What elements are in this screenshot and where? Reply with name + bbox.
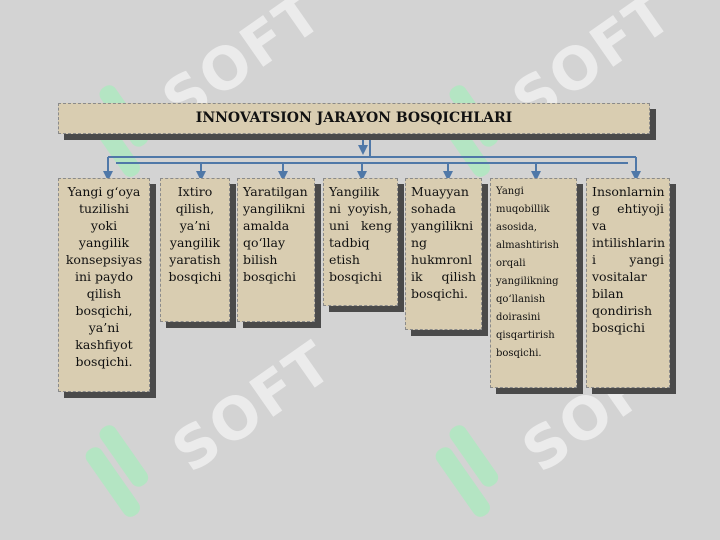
- stage-box-2: Ixtiro qilish, ya’ni yangilik yaratish b…: [160, 178, 230, 322]
- diagram-title: INNOVATSION JARAYON BOSQICHLARI: [58, 103, 650, 134]
- stage-box-5: Muayyan sohada yangilikni ng hukmronl ik…: [405, 178, 482, 330]
- stage-box-6: Yangi muqobillik asosida, almashtirish o…: [490, 178, 577, 388]
- stage-box-3: Yaratilgan yangilikni amalda qo‘llay bil…: [237, 178, 315, 322]
- stage-box-7: Insonlarnin g ehtiyoji va intilishlarin …: [586, 178, 670, 388]
- stage-box-1: Yangi g‘oya tuzilishi yoki yangilik kons…: [58, 178, 150, 392]
- stage-box-4: Yangilik ni yoyish, uni keng tadbiq etis…: [323, 178, 398, 306]
